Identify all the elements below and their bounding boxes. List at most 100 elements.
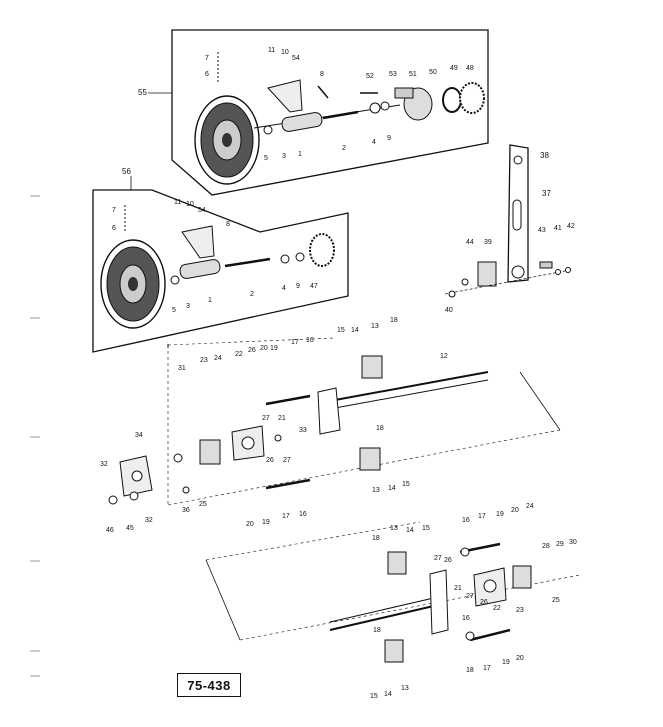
svg-text:51: 51	[409, 71, 417, 78]
svg-text:15: 15	[337, 327, 345, 334]
svg-text:18: 18	[390, 317, 398, 324]
svg-text:26: 26	[480, 599, 488, 606]
svg-text:20: 20	[260, 345, 268, 352]
svg-text:6: 6	[112, 225, 116, 232]
svg-text:39: 39	[484, 239, 492, 246]
svg-text:15: 15	[370, 693, 378, 700]
svg-text:12: 12	[440, 353, 448, 360]
svg-text:43: 43	[538, 227, 546, 234]
svg-text:14: 14	[384, 691, 392, 698]
svg-text:37: 37	[542, 189, 551, 198]
svg-text:13: 13	[372, 487, 380, 494]
svg-text:32: 32	[100, 461, 108, 468]
svg-text:20: 20	[246, 521, 254, 528]
svg-text:46: 46	[106, 527, 114, 534]
svg-text:18: 18	[372, 535, 380, 542]
svg-text:17: 17	[478, 513, 486, 520]
svg-text:14: 14	[388, 485, 396, 492]
svg-text:16: 16	[462, 615, 470, 622]
svg-text:27: 27	[262, 415, 270, 422]
svg-text:44: 44	[466, 239, 474, 246]
svg-text:7: 7	[205, 55, 209, 62]
svg-text:16: 16	[306, 337, 314, 344]
svg-text:31: 31	[178, 365, 186, 372]
figure-reference-number: 75-438	[177, 673, 241, 697]
svg-text:28: 28	[542, 543, 550, 550]
svg-text:8: 8	[226, 221, 230, 228]
svg-text:53: 53	[389, 71, 397, 78]
svg-text:16: 16	[462, 517, 470, 524]
svg-text:17: 17	[483, 665, 491, 672]
svg-text:19: 19	[262, 519, 270, 526]
svg-text:18: 18	[376, 425, 384, 432]
svg-text:20: 20	[516, 655, 524, 662]
svg-text:14: 14	[351, 327, 359, 334]
svg-text:11: 11	[268, 47, 275, 54]
svg-text:49: 49	[450, 65, 458, 72]
svg-text:36: 36	[182, 507, 190, 514]
svg-text:10: 10	[186, 201, 194, 208]
mid-pulley	[100, 239, 166, 329]
svg-text:23: 23	[516, 607, 524, 614]
svg-text:32: 32	[145, 517, 153, 524]
svg-text:6: 6	[205, 71, 209, 78]
svg-text:54: 54	[292, 55, 300, 62]
svg-text:4: 4	[372, 139, 376, 146]
svg-text:50: 50	[429, 69, 437, 76]
svg-text:19: 19	[270, 345, 278, 352]
svg-text:11: 11	[174, 199, 181, 206]
svg-text:3: 3	[282, 153, 286, 160]
svg-text:42: 42	[567, 223, 575, 230]
svg-text:27: 27	[283, 457, 291, 464]
svg-text:1: 1	[208, 297, 212, 304]
svg-text:18: 18	[466, 667, 474, 674]
svg-text:26: 26	[444, 557, 452, 564]
svg-text:22: 22	[235, 351, 243, 358]
margin-marks	[30, 195, 40, 677]
svg-text:1: 1	[298, 151, 302, 158]
svg-text:54: 54	[198, 207, 206, 214]
svg-text:24: 24	[214, 355, 222, 362]
svg-text:3: 3	[186, 303, 190, 310]
svg-text:7: 7	[112, 207, 116, 214]
svg-text:47: 47	[310, 283, 318, 290]
svg-text:2: 2	[250, 291, 254, 298]
svg-text:4: 4	[282, 285, 286, 292]
svg-text:26: 26	[266, 457, 274, 464]
svg-text:23: 23	[200, 357, 208, 364]
svg-text:15: 15	[422, 525, 430, 532]
svg-text:38: 38	[540, 151, 549, 160]
svg-text:22: 22	[493, 605, 501, 612]
svg-text:33: 33	[299, 427, 307, 434]
top-pulley	[194, 95, 260, 185]
svg-text:29: 29	[556, 541, 564, 548]
svg-text:15: 15	[402, 481, 410, 488]
svg-text:45: 45	[126, 525, 134, 532]
svg-text:25: 25	[199, 501, 207, 508]
svg-text:20: 20	[511, 507, 519, 514]
svg-text:17: 17	[291, 339, 299, 346]
svg-text:14: 14	[406, 527, 414, 534]
svg-text:52: 52	[366, 73, 374, 80]
svg-text:8: 8	[320, 71, 324, 78]
svg-text:19: 19	[502, 659, 510, 666]
svg-text:16: 16	[299, 511, 307, 518]
svg-text:21: 21	[454, 585, 462, 592]
svg-text:2: 2	[342, 145, 346, 152]
svg-text:26: 26	[248, 347, 256, 354]
svg-text:19: 19	[496, 511, 504, 518]
svg-text:18: 18	[373, 627, 381, 634]
svg-text:5: 5	[172, 307, 176, 314]
svg-text:41: 41	[554, 225, 562, 232]
svg-text:34: 34	[135, 432, 143, 439]
svg-text:27: 27	[434, 555, 442, 562]
callout-55: 55	[138, 88, 147, 97]
svg-text:27: 27	[466, 593, 474, 600]
callout-56: 56	[122, 167, 131, 176]
svg-text:48: 48	[466, 65, 474, 72]
